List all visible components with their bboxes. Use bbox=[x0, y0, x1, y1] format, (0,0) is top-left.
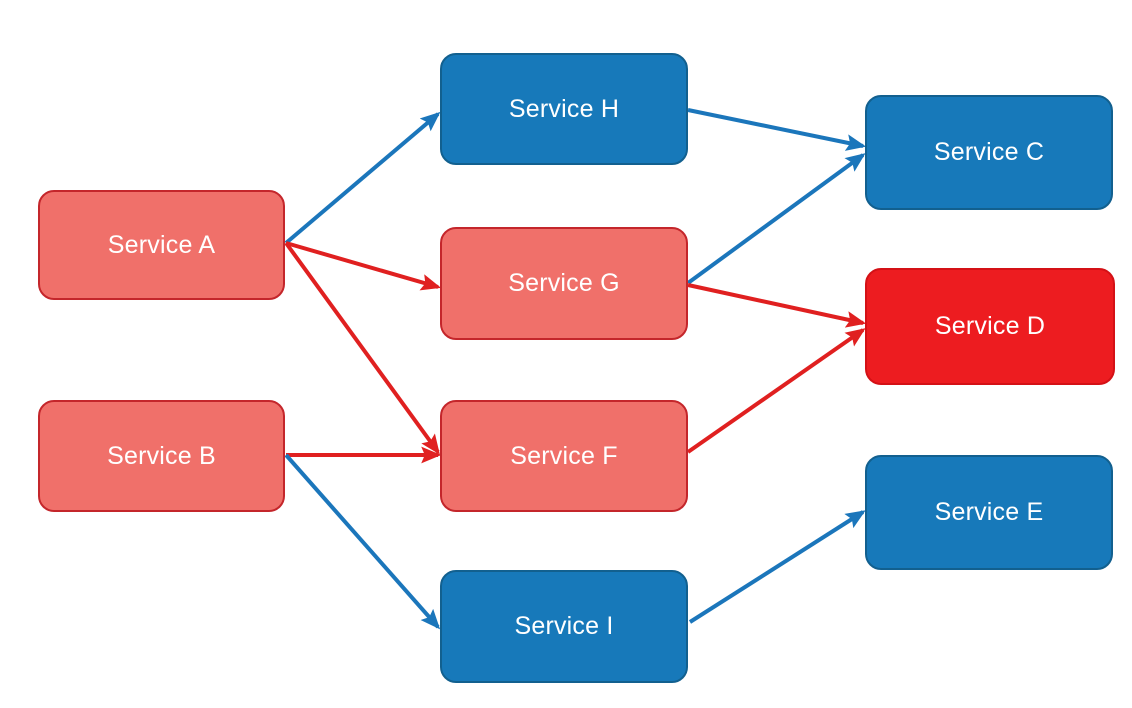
node-service-f[interactable]: Service F bbox=[440, 400, 688, 512]
edge-g-to-d bbox=[687, 283, 867, 328]
node-service-b[interactable]: Service B bbox=[38, 400, 285, 512]
node-service-c[interactable]: Service C bbox=[865, 95, 1113, 210]
node-label-service-g: Service G bbox=[508, 269, 620, 297]
node-label-service-h: Service H bbox=[508, 94, 620, 123]
edge-g-to-c bbox=[686, 153, 866, 285]
node-label-service-d: Service D bbox=[934, 312, 1046, 340]
edge-b-to-i bbox=[284, 453, 441, 630]
node-service-g[interactable]: Service G bbox=[440, 227, 688, 340]
edge-a-to-g bbox=[285, 241, 442, 291]
edge-h-to-c bbox=[687, 108, 867, 151]
edge-i-to-e bbox=[688, 510, 866, 624]
node-service-i[interactable]: Service I bbox=[440, 570, 688, 683]
node-label-service-b: Service B bbox=[107, 441, 216, 470]
node-label-service-i: Service I bbox=[514, 612, 614, 640]
edge-f-to-d bbox=[686, 328, 866, 454]
node-label-service-f: Service F bbox=[510, 441, 618, 470]
edge-a-to-f bbox=[284, 241, 440, 455]
node-service-h[interactable]: Service H bbox=[440, 53, 688, 165]
node-label-service-e: Service E bbox=[934, 498, 1044, 526]
node-service-d[interactable]: Service D bbox=[865, 268, 1115, 385]
edge-a-to-h bbox=[284, 111, 441, 245]
node-label-service-a: Service A bbox=[107, 230, 216, 259]
node-label-service-c: Service C bbox=[933, 138, 1045, 166]
node-service-e[interactable]: Service E bbox=[865, 455, 1113, 570]
node-service-a[interactable]: Service A bbox=[38, 190, 285, 300]
